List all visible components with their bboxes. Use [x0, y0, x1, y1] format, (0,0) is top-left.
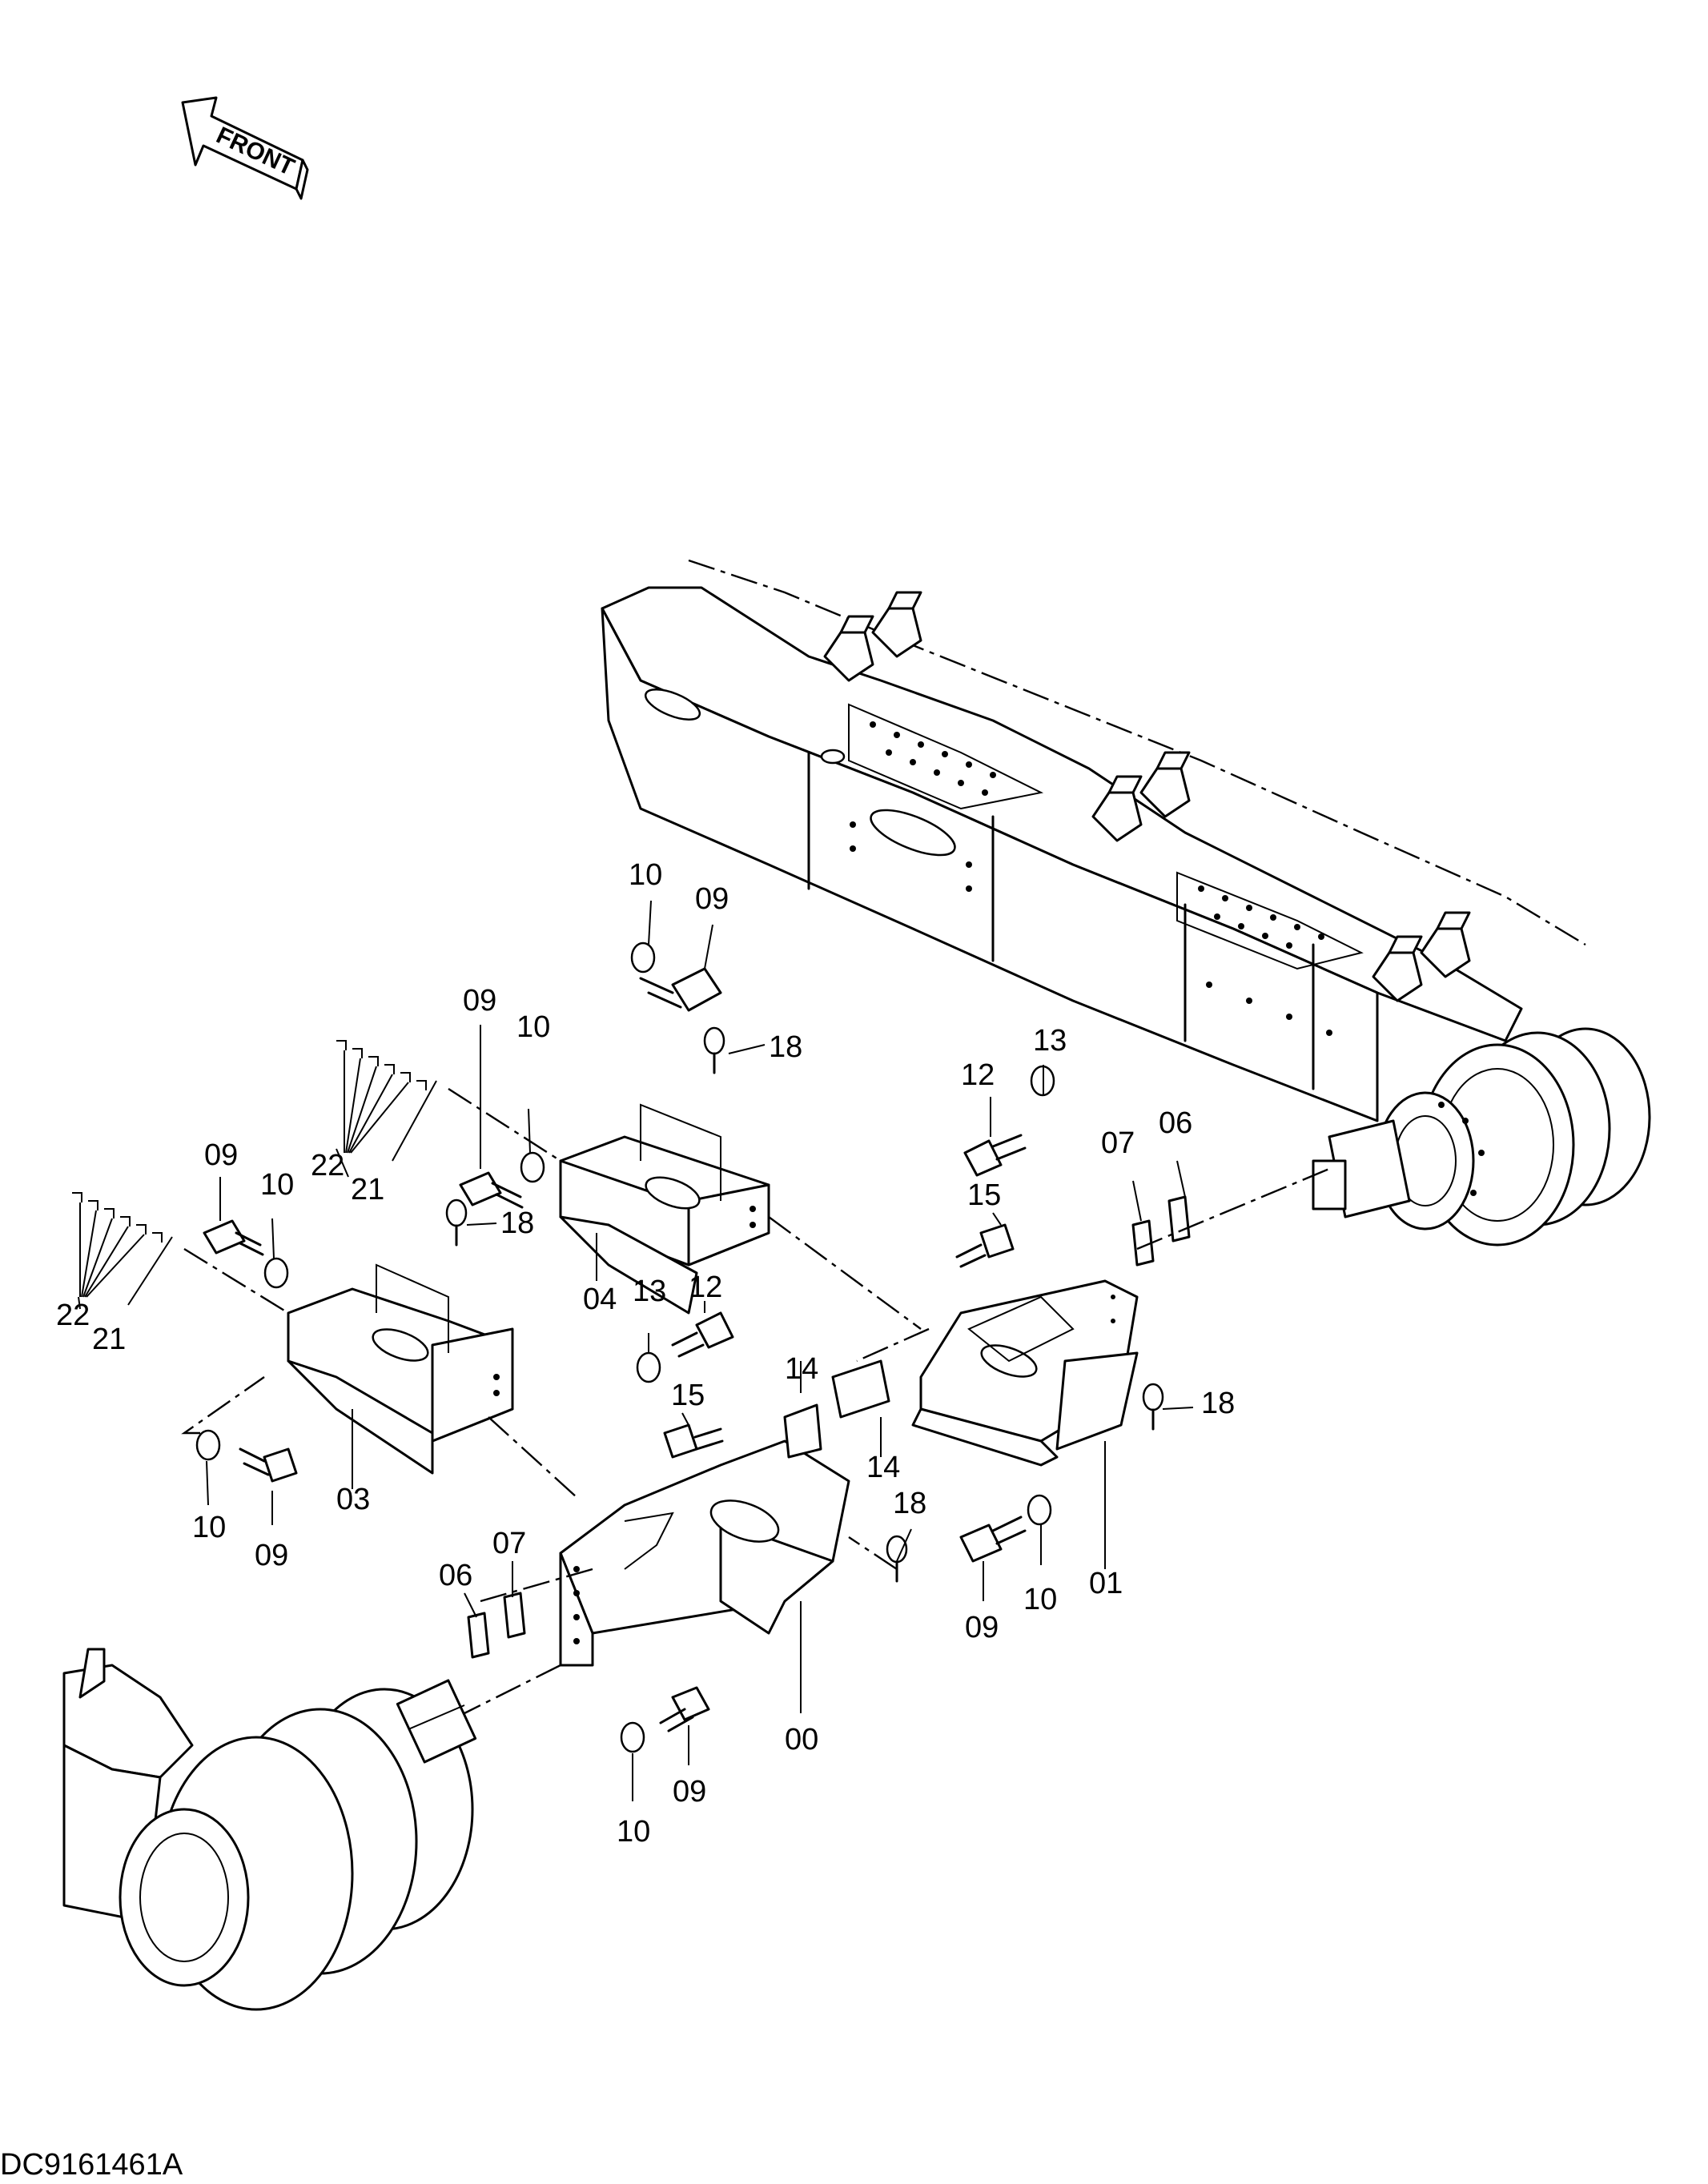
plate-07-b: [503, 1592, 526, 1639]
callout-10: 10: [629, 858, 662, 892]
washer-10-a: [630, 941, 656, 974]
travel-motor-sprocket: [1312, 1027, 1651, 1247]
bolt-12-a: [963, 1134, 1027, 1177]
roller-bracket-1: [823, 615, 874, 682]
drawing-code: DC9161461A: [0, 2148, 183, 2182]
callout-03: 03: [336, 1483, 370, 1516]
front-arrow: FRONT: [181, 96, 309, 200]
callout-12: 12: [961, 1058, 995, 1092]
callout-18: 18: [500, 1206, 534, 1240]
washer-10-c: [263, 1257, 289, 1289]
callout-12: 12: [689, 1271, 722, 1304]
bolt-09-a: [639, 967, 722, 1012]
callout-10: 10: [192, 1511, 226, 1544]
callout-09: 09: [673, 1775, 706, 1809]
bolt-15-a: [955, 1223, 1015, 1268]
roller-bracket-5: [1372, 935, 1423, 1002]
callout-09: 09: [204, 1138, 238, 1172]
callout-09: 09: [695, 882, 729, 916]
eye-bolt-18-c: [1142, 1383, 1164, 1431]
callout-06: 06: [439, 1559, 472, 1592]
callout-22: 22: [311, 1149, 344, 1182]
plate-06-b: [467, 1612, 490, 1659]
plate-14-b: [783, 1403, 822, 1459]
callout-18: 18: [1201, 1387, 1235, 1420]
bracket-04: [559, 1103, 770, 1315]
bracket-01: [911, 1279, 1139, 1467]
roller-bracket-6: [1420, 911, 1471, 978]
bolt-09-d: [239, 1447, 298, 1483]
callout-09: 09: [965, 1611, 999, 1644]
bracket-03: [287, 1263, 514, 1475]
bolt-12-b: [671, 1311, 734, 1358]
roller-bracket-4: [1139, 751, 1191, 818]
callout-13: 13: [1033, 1024, 1067, 1058]
eye-bolt-18-d: [886, 1535, 908, 1583]
callout-22: 22: [56, 1299, 90, 1332]
callout-00: 00: [785, 1723, 818, 1756]
callout-04: 04: [583, 1283, 617, 1316]
roller-bracket-3: [1091, 775, 1143, 842]
bracket-00: [559, 1439, 850, 1667]
callout-07: 07: [492, 1527, 526, 1560]
callout-10: 10: [260, 1168, 294, 1202]
callout-18: 18: [893, 1487, 926, 1520]
callout-10: 10: [516, 1010, 550, 1044]
shim-stack-lower: [72, 1192, 289, 1315]
callout-14: 14: [866, 1451, 900, 1484]
track-frame: [601, 559, 1586, 1122]
idler-assembly: [62, 1648, 477, 2011]
washer-10-b: [520, 1151, 545, 1183]
callout-21: 21: [92, 1323, 126, 1356]
bolt-09-f: [659, 1686, 710, 1732]
callout-10: 10: [617, 1815, 650, 1849]
callout-15: 15: [967, 1178, 1001, 1212]
callout-07: 07: [1101, 1126, 1135, 1160]
eye-bolt-18-b: [445, 1198, 468, 1247]
bolt-09-e: [959, 1516, 1027, 1563]
callout-15: 15: [671, 1379, 705, 1412]
plate-07-a: [1131, 1219, 1155, 1267]
washer-13-b: [636, 1351, 661, 1383]
washer-10-d: [195, 1429, 221, 1461]
callout-06: 06: [1159, 1106, 1192, 1140]
eye-bolt-18-a: [703, 1026, 725, 1074]
bolt-09-b: [459, 1171, 524, 1209]
front-arrow-label: FRONT: [212, 122, 299, 181]
bolt-plate-2: [1176, 871, 1364, 970]
bolt-plate-1: [848, 703, 1044, 810]
leader-lines: [78, 900, 1194, 1801]
callout-10: 10: [1023, 1583, 1057, 1616]
washer-10-e: [1027, 1494, 1052, 1526]
callout-21: 21: [351, 1173, 384, 1206]
callout-09: 09: [463, 984, 496, 1018]
callout-09: 09: [255, 1539, 288, 1572]
callout-01: 01: [1089, 1567, 1123, 1600]
callouts: 10 09 09 10 18 13 12 06 07 22 21 09 10 1…: [56, 858, 1235, 1849]
shim-stack-upper: [336, 1040, 561, 1162]
washer-10-f: [620, 1721, 645, 1753]
plate-14-a: [831, 1359, 890, 1419]
callout-14: 14: [785, 1352, 818, 1386]
callout-18: 18: [769, 1030, 802, 1064]
roller-bracket-2: [871, 591, 922, 658]
bolt-15-b: [663, 1423, 724, 1459]
callout-13: 13: [633, 1275, 666, 1308]
bolt-09-c: [203, 1219, 264, 1256]
